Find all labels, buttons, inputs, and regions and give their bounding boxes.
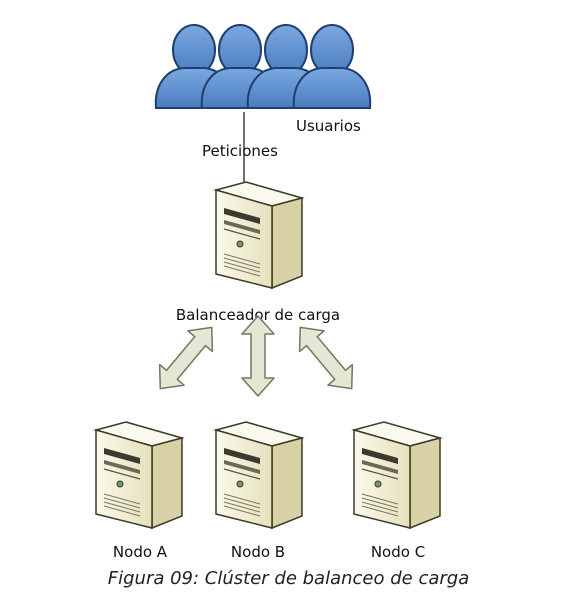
node-a-server-icon (95, 421, 183, 529)
node-c-server-icon (353, 421, 441, 529)
users-label: Usuarios (296, 117, 361, 135)
requests-label: Peticiones (202, 142, 278, 160)
right-double-arrow-icon (287, 316, 365, 400)
balancer-label: Balanceador de carga (176, 306, 340, 324)
node-b-label: Nodo B (231, 543, 285, 561)
left-double-arrow-icon (147, 316, 225, 400)
node-a-label: Nodo A (113, 543, 168, 561)
balancer-server-icon (215, 181, 303, 289)
node-c-label: Nodo C (371, 543, 425, 561)
users-group-icon (154, 24, 372, 109)
node-b-server-icon (215, 421, 303, 529)
figure-caption: Figura 09: Clúster de balanceo de carga (107, 568, 470, 589)
center-double-arrow-icon (241, 315, 275, 397)
